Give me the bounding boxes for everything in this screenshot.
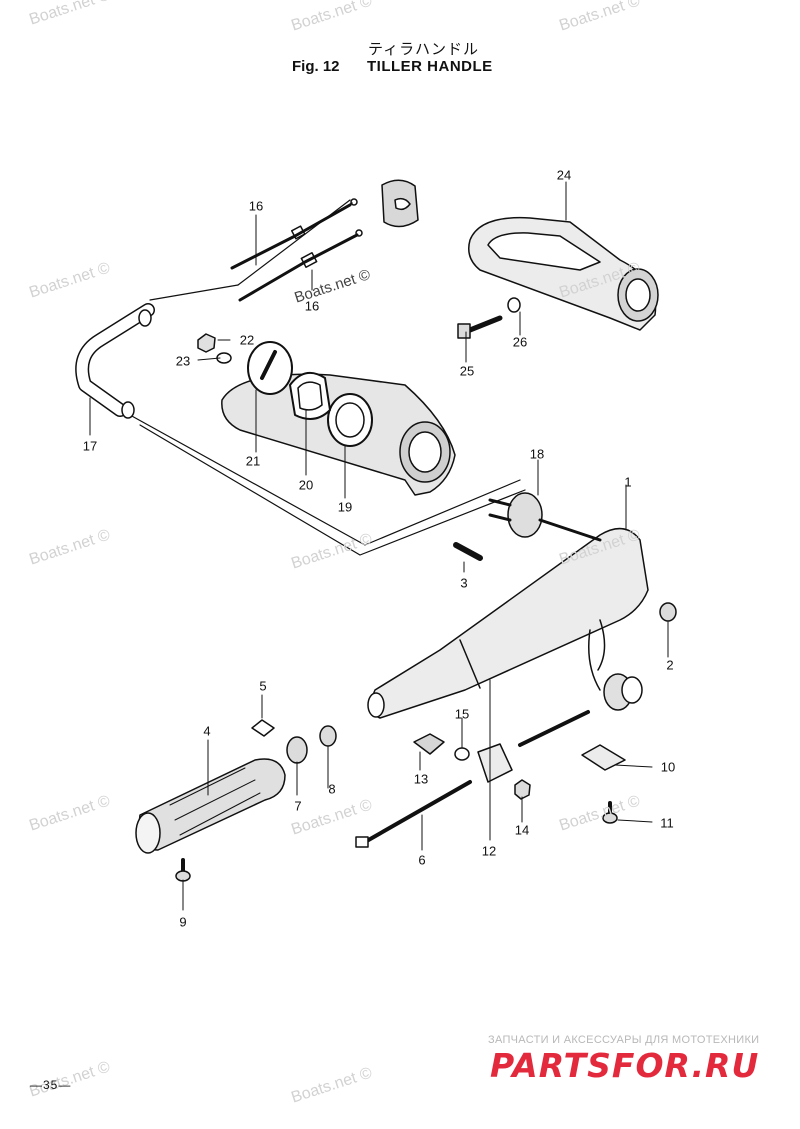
part-number-22: 22 bbox=[239, 332, 255, 348]
bushing-part-7 bbox=[286, 736, 308, 764]
nut-part-14 bbox=[514, 779, 531, 800]
collar-part-8 bbox=[319, 725, 337, 747]
part-number-2: 2 bbox=[666, 657, 674, 673]
part-number-17: 17 bbox=[82, 438, 98, 454]
nut-part-22 bbox=[197, 333, 216, 353]
plate-part-5 bbox=[251, 719, 275, 737]
part-number-6: 6 bbox=[418, 852, 426, 868]
rod-part-6 bbox=[355, 780, 472, 848]
leader-lines bbox=[89, 181, 669, 911]
screw-part-11 bbox=[602, 801, 618, 824]
promo-logo[interactable]: PARTSFOR.RU bbox=[490, 1046, 760, 1085]
part-number-26: 26 bbox=[512, 334, 528, 350]
stud-part-3 bbox=[453, 542, 483, 561]
bolt-part-25 bbox=[457, 315, 503, 339]
part-number-11: 11 bbox=[660, 815, 674, 831]
part-number-16-upper: 16 bbox=[248, 198, 264, 214]
part-number-9: 9 bbox=[179, 914, 187, 930]
plate-part-21 bbox=[247, 341, 293, 395]
part-number-4: 4 bbox=[203, 723, 211, 739]
throttle-assembly bbox=[518, 673, 643, 747]
part-number-19: 19 bbox=[337, 499, 353, 515]
washer-part-15 bbox=[454, 747, 470, 761]
part-number-1: 1 bbox=[624, 474, 632, 490]
knob-part-13 bbox=[413, 733, 445, 755]
part-number-21: 21 bbox=[245, 453, 261, 469]
promo-tagline: ЗАПЧАСТИ И АКСЕССУАРЫ ДЛЯ МОТОТЕХНИКИ bbox=[488, 1034, 760, 1046]
cable-clip bbox=[381, 179, 419, 228]
figure-label: Fig. 12 bbox=[292, 58, 340, 75]
part-number-18: 18 bbox=[529, 446, 545, 462]
gasket-part-19 bbox=[327, 393, 373, 447]
throttle-cable-part-16 bbox=[230, 198, 363, 302]
part-number-14: 14 bbox=[514, 822, 530, 838]
part-number-10: 10 bbox=[660, 759, 676, 775]
tiller-arm-part-1 bbox=[367, 527, 649, 719]
washer-part-26 bbox=[507, 297, 521, 313]
part-number-25: 25 bbox=[459, 363, 475, 379]
part-number-12: 12 bbox=[481, 843, 497, 859]
part-number-5: 5 bbox=[259, 678, 267, 694]
part-number-24: 24 bbox=[556, 167, 572, 183]
seal-part-18 bbox=[488, 492, 602, 542]
plate-part-20 bbox=[289, 371, 331, 420]
plate-part-10 bbox=[581, 744, 626, 771]
part-number-8: 8 bbox=[328, 781, 336, 797]
part-number-15: 15 bbox=[454, 706, 470, 722]
japanese-title: ティラハンドル bbox=[368, 40, 479, 58]
screw-part-9 bbox=[175, 858, 191, 882]
tiller-guard-part-24 bbox=[468, 216, 659, 331]
part-number-7: 7 bbox=[294, 798, 302, 814]
part-number-13: 13 bbox=[413, 771, 429, 787]
part-number-16-lower: 16 bbox=[304, 298, 320, 314]
page-number: —35— bbox=[30, 1078, 72, 1092]
grip-part-4 bbox=[135, 758, 286, 854]
part-number-3: 3 bbox=[460, 575, 468, 591]
cap-part-2 bbox=[659, 602, 677, 622]
block-part-12 bbox=[477, 743, 513, 783]
diagram-title: TILLER HANDLE bbox=[367, 58, 493, 75]
part-number-23: 23 bbox=[175, 353, 191, 369]
part-number-20: 20 bbox=[298, 477, 314, 493]
hose-part-17 bbox=[75, 303, 155, 419]
